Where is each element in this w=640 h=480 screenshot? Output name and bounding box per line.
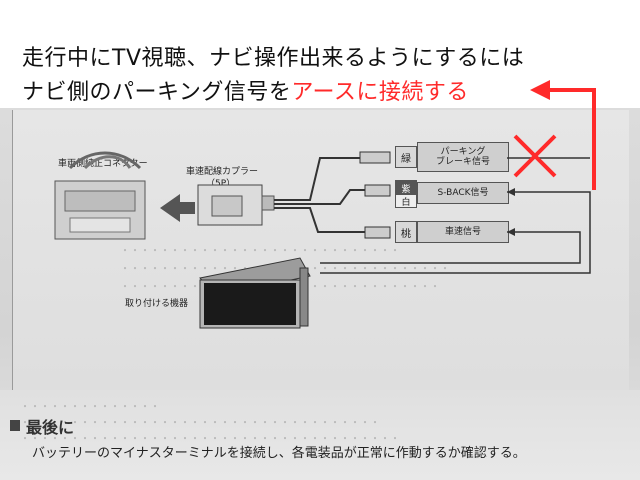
wire-name-sback: S-BACK信号: [417, 182, 509, 204]
ghost-text: ・・・・・・・・・・・・・・: [20, 402, 160, 413]
arrow-left-icon: [160, 194, 195, 222]
vehicle-connector-icon: [54, 151, 146, 240]
caption-line-2-plain: ナビ側のパーキング信号を: [22, 80, 292, 105]
wire-color-pink: 桃: [395, 221, 417, 243]
device-label: 取り付ける機器: [125, 299, 189, 309]
manual-lower: [0, 390, 640, 480]
caption-area: 走行中にTV視聴、ナビ操作出来るようにするには ナビ側のパーキング信号をアースに…: [0, 0, 640, 110]
navi-device-icon: [199, 257, 311, 329]
ghost-text: ・・・・・・・・・・・・・・・・・・・・・・・・・・・・: [120, 246, 400, 257]
ghost-text: ・・・・・・・・・・・・・・・・・・・・・・・・・・・・・・・・・・・・: [20, 418, 380, 429]
ghost-text: ・・・・・・・・・・・・・・・・・・・・・・・・・・・・・・・・・・・・・・: [20, 434, 400, 445]
section-marker: [10, 420, 20, 431]
caption-line-2-highlight: アースに接続する: [291, 80, 469, 105]
caption-line-1: 走行中にTV視聴、ナビ操作出来るようにするには: [22, 46, 525, 71]
parking-line-1: パーキング: [440, 147, 486, 157]
coupler-label: 車速配線カプラー: [186, 167, 259, 177]
manual-photo: ・・・・・・・・・・・・・・・・・・・・・・・・・・・・ ・・・・・・・・・・・…: [0, 108, 640, 480]
section-heading: 最後に: [26, 418, 75, 437]
coupler-sub-label: （5P）: [206, 179, 236, 189]
coupler-icon: [197, 184, 275, 226]
left-connector-label: 車両側純正コネクター: [58, 159, 148, 169]
red-arrow-icon: [592, 108, 596, 188]
wiring-diagram: [54, 108, 596, 329]
parking-line-2: ブレーキ信号: [435, 157, 490, 167]
cross-mark-icon: [513, 134, 557, 178]
section-body: バッテリーのマイナスターミナルを接続し、各電装品が正常に作動するか確認する。: [32, 446, 526, 461]
wire-name-parking: パーキング ブレーキ信号: [417, 142, 509, 172]
wire-color-white: 白: [395, 194, 417, 208]
caption-line-2: ナビ側のパーキング信号をアースに接続する: [22, 74, 469, 106]
wire-color-green: 緑: [395, 146, 417, 168]
